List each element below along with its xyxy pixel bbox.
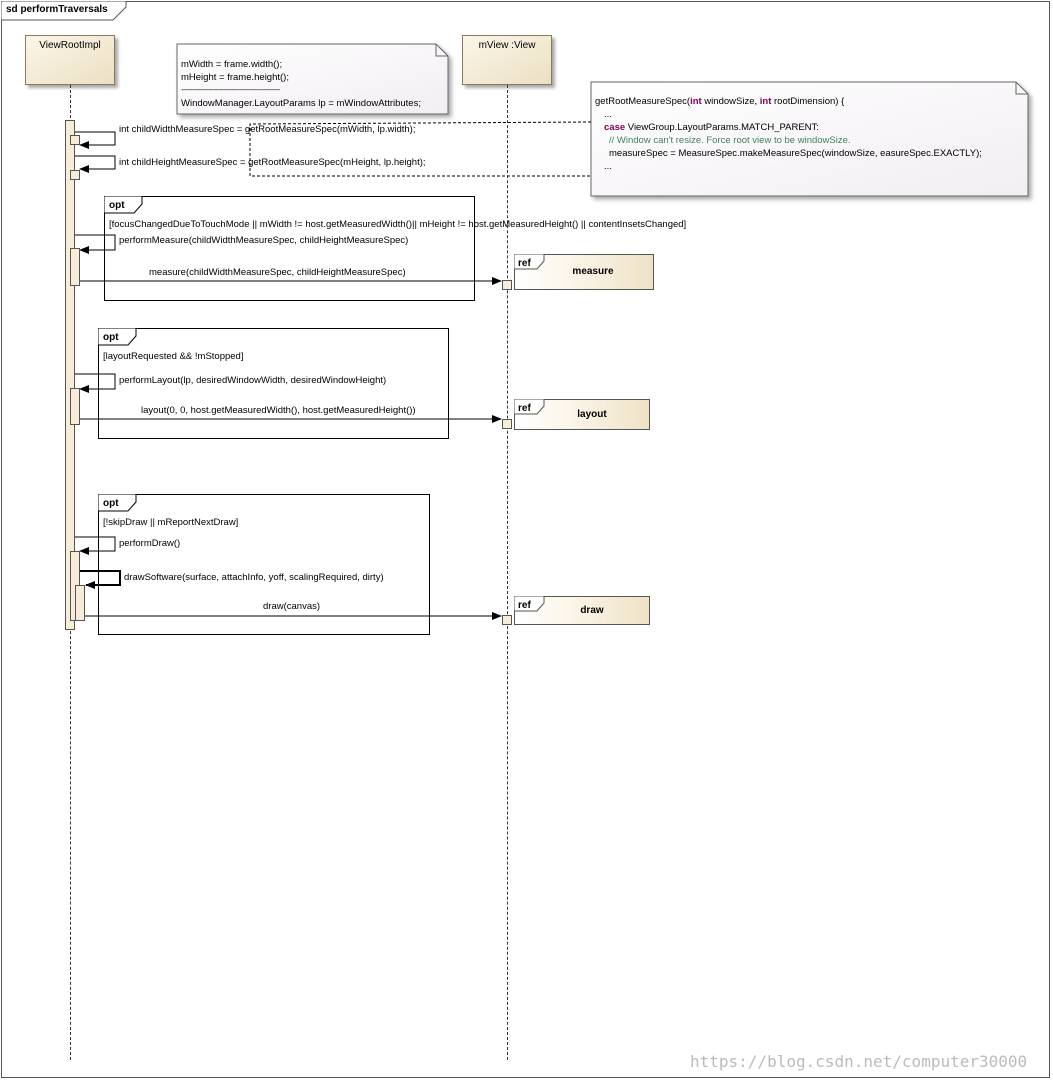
note-get-root-measure-spec	[590, 81, 1029, 197]
watermark: https://blog.csdn.net/computer30000	[690, 1052, 1028, 1071]
activation-view-draw	[502, 615, 512, 625]
note1-divider: ----------------------------------------…	[181, 87, 280, 94]
lifeline-head-viewrootimpl[interactable]: ViewRootImpl	[25, 35, 115, 85]
opt-label-3: opt	[103, 498, 119, 509]
opt-fragment-draw	[98, 494, 430, 635]
note2-line4: // Window can't resize. Force root view …	[609, 135, 851, 146]
message-perform-measure: performMeasure(childWidthMeasureSpec, ch…	[119, 235, 409, 246]
activation-view-measure	[502, 280, 512, 290]
self-arrow-m5	[75, 373, 116, 393]
ref-label-layout: ref	[518, 403, 531, 414]
lifeline-mview	[507, 85, 508, 1060]
note-frame-size	[176, 43, 449, 115]
ref-name-measure: measure	[572, 266, 614, 277]
frame-title: sd performTraversals	[6, 4, 108, 15]
self-arrow-m7	[75, 536, 116, 555]
opt-fragment-layout	[98, 328, 449, 439]
ref-label-measure: ref	[518, 258, 531, 269]
opt-tab-1	[104, 196, 143, 214]
activation-main	[65, 120, 75, 630]
self-arrow-m2	[70, 155, 116, 173]
message-draw: draw(canvas)	[263, 601, 321, 612]
message-child-height-spec: int childHeightMeasureSpec = getRootMeas…	[119, 157, 426, 168]
activation-m1	[70, 135, 80, 145]
activation-perform-measure	[70, 248, 80, 286]
note-connector	[249, 121, 592, 177]
ref-tab-measure	[514, 254, 545, 270]
message-draw-software: drawSoftware(surface, attachInfo, yoff, …	[124, 572, 384, 583]
message-perform-layout: performLayout(lp, desiredWindowWidth, de…	[119, 375, 387, 386]
opt-guard-3: [!skipDraw || mReportNextDraw]	[103, 517, 239, 528]
activation-view-layout	[502, 419, 512, 429]
note2-line3: case ViewGroup.LayoutParams.MATCH_PARENT…	[604, 122, 819, 133]
opt-tab-2	[98, 328, 137, 346]
opt-guard-2: [layoutRequested && !mStopped]	[103, 351, 244, 362]
note1-line1: mWidth = frame.width();	[181, 59, 283, 70]
ref-name-draw: draw	[580, 605, 604, 616]
opt-fragment-measure	[104, 196, 475, 301]
activation-m2	[70, 170, 80, 180]
note2-line2: ...	[604, 109, 612, 120]
self-arrow-m8	[80, 570, 121, 589]
message-measure: measure(childWidthMeasureSpec, childHeig…	[149, 267, 406, 278]
ref-label-draw: ref	[518, 600, 531, 611]
opt-tab-3	[98, 494, 137, 512]
message-layout: layout(0, 0, host.getMeasuredWidth(), ho…	[141, 405, 416, 416]
note1-line3: WindowManager.LayoutParams lp = mWindowA…	[181, 98, 421, 109]
opt-label-2: opt	[103, 332, 119, 343]
opt-label-1: opt	[109, 200, 125, 211]
activation-perform-layout	[70, 388, 80, 425]
ref-name-layout: layout	[577, 409, 607, 420]
opt-guard-1: [focusChangedDueToTouchMode || mWidth !=…	[109, 219, 687, 230]
message-child-width-spec: int childWidthMeasureSpec = getRootMeasu…	[119, 124, 416, 135]
activation-draw-software	[75, 585, 85, 621]
message-perform-draw: performDraw()	[119, 538, 181, 549]
note2-line1: getRootMeasureSpec(int windowSize, int r…	[595, 96, 845, 107]
ref-tab-draw	[514, 596, 545, 612]
note2-line5: measureSpec = MeasureSpec.makeMeasureSpe…	[609, 148, 982, 159]
self-arrow-m1	[70, 131, 116, 149]
lifeline-head-mview[interactable]: mView :View	[462, 35, 552, 85]
note2-line6: ...	[604, 161, 612, 172]
ref-tab-layout	[514, 399, 545, 415]
note1-line2: mHeight = frame.height();	[181, 72, 289, 83]
self-arrow-m3	[75, 234, 116, 254]
frame-tab	[1, 1, 127, 21]
